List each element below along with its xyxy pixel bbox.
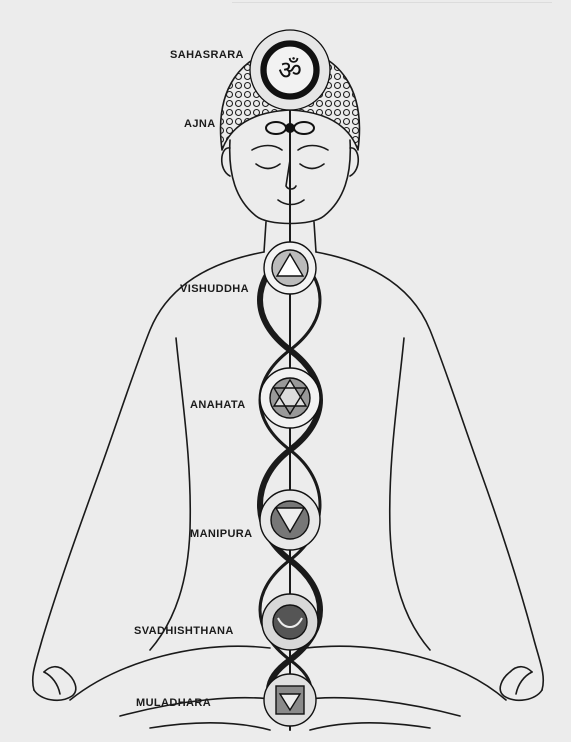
label-svadhishthana: SVADHISHTHANA: [134, 625, 234, 637]
label-vishuddha: VISHUDDHA: [180, 283, 249, 295]
label-manipura: MANIPURA: [190, 528, 252, 540]
right-hand: [500, 667, 542, 701]
right-torso: [390, 338, 430, 650]
right-eye: [300, 164, 324, 169]
right-ear: [350, 148, 358, 176]
vishuddha-lotus: [264, 242, 316, 294]
label-muladhara: MULADHARA: [136, 697, 211, 709]
left-hand: [34, 667, 76, 701]
ajna-symbol: [266, 122, 314, 134]
anahata-lotus: [260, 368, 320, 428]
label-sahasrara: SAHASRARA: [170, 49, 244, 61]
manipura-lotus: [260, 490, 320, 550]
left-ear: [222, 148, 230, 176]
svadhishthana-lotus: [262, 594, 318, 650]
label-ajna: AJNA: [184, 118, 216, 130]
left-torso: [150, 338, 190, 650]
label-anahata: ANAHATA: [190, 399, 246, 411]
right-shoulder-arm: [316, 252, 543, 690]
muladhara-lotus: [264, 674, 316, 726]
svg-text:ॐ: ॐ: [278, 56, 302, 86]
left-eye: [256, 164, 280, 169]
